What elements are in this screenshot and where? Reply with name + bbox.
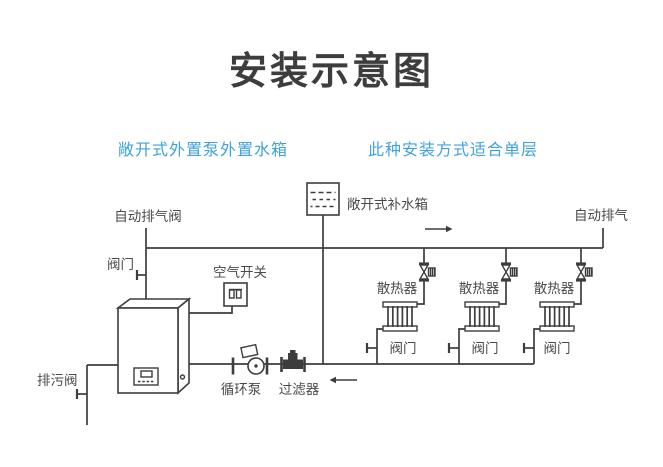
radiator-icon — [464, 301, 500, 332]
return-valve-label: 阀门 — [390, 341, 417, 356]
filter-icon — [280, 350, 306, 372]
air-switch-label: 空气开关 — [213, 265, 267, 280]
drain-valve-label: 排污阀 — [37, 373, 78, 388]
radiator-circuit: 散热器 阀门 — [522, 248, 593, 364]
radiator-label: 散热器 — [377, 281, 418, 296]
radiator-valve-icon — [500, 262, 518, 282]
filter-label: 过滤器 — [279, 382, 320, 397]
auto-exhaust-label: 自动排气 — [574, 208, 628, 223]
return-valve-icon — [522, 343, 534, 353]
flow-arrow-right-icon — [425, 225, 453, 233]
radiator-icon — [382, 301, 418, 332]
circulation-pump-label: 循环泵 — [221, 382, 262, 397]
inlet-valve-label: 阀门 — [107, 257, 134, 272]
pipe-network — [86, 215, 604, 425]
boiler — [115, 297, 192, 395]
inlet-valve-icon — [135, 270, 146, 280]
subtitle-right: 此种安装方式适合单层 — [368, 142, 539, 159]
radiator-circuit: 散热器 阀门 — [365, 248, 436, 364]
radiator-circuit: 散热器 阀门 — [447, 248, 518, 364]
drain-valve-icon — [75, 389, 87, 399]
return-valve-icon — [365, 343, 377, 353]
water-tank-icon — [306, 182, 340, 216]
radiator-label: 散热器 — [459, 281, 500, 296]
radiator-valve-icon — [575, 262, 593, 282]
makeup-tank-label: 敞开式补水箱 — [347, 197, 428, 212]
subtitle-left: 敞开式外置泵外置水箱 — [118, 142, 289, 159]
air-switch-icon — [223, 282, 248, 307]
page-title: 安装示意图 — [228, 51, 434, 93]
flow-arrow-left-icon — [329, 376, 357, 384]
auto-exhaust-valve-label: 自动排气阀 — [114, 209, 182, 224]
return-valve-label: 阀门 — [472, 341, 499, 356]
return-valve-label: 阀门 — [544, 341, 571, 356]
return-valve-icon — [447, 343, 459, 353]
radiator-icon — [539, 301, 575, 332]
radiator-valve-icon — [418, 262, 436, 282]
radiator-label: 散热器 — [534, 281, 575, 296]
circulation-pump-icon — [231, 343, 269, 375]
